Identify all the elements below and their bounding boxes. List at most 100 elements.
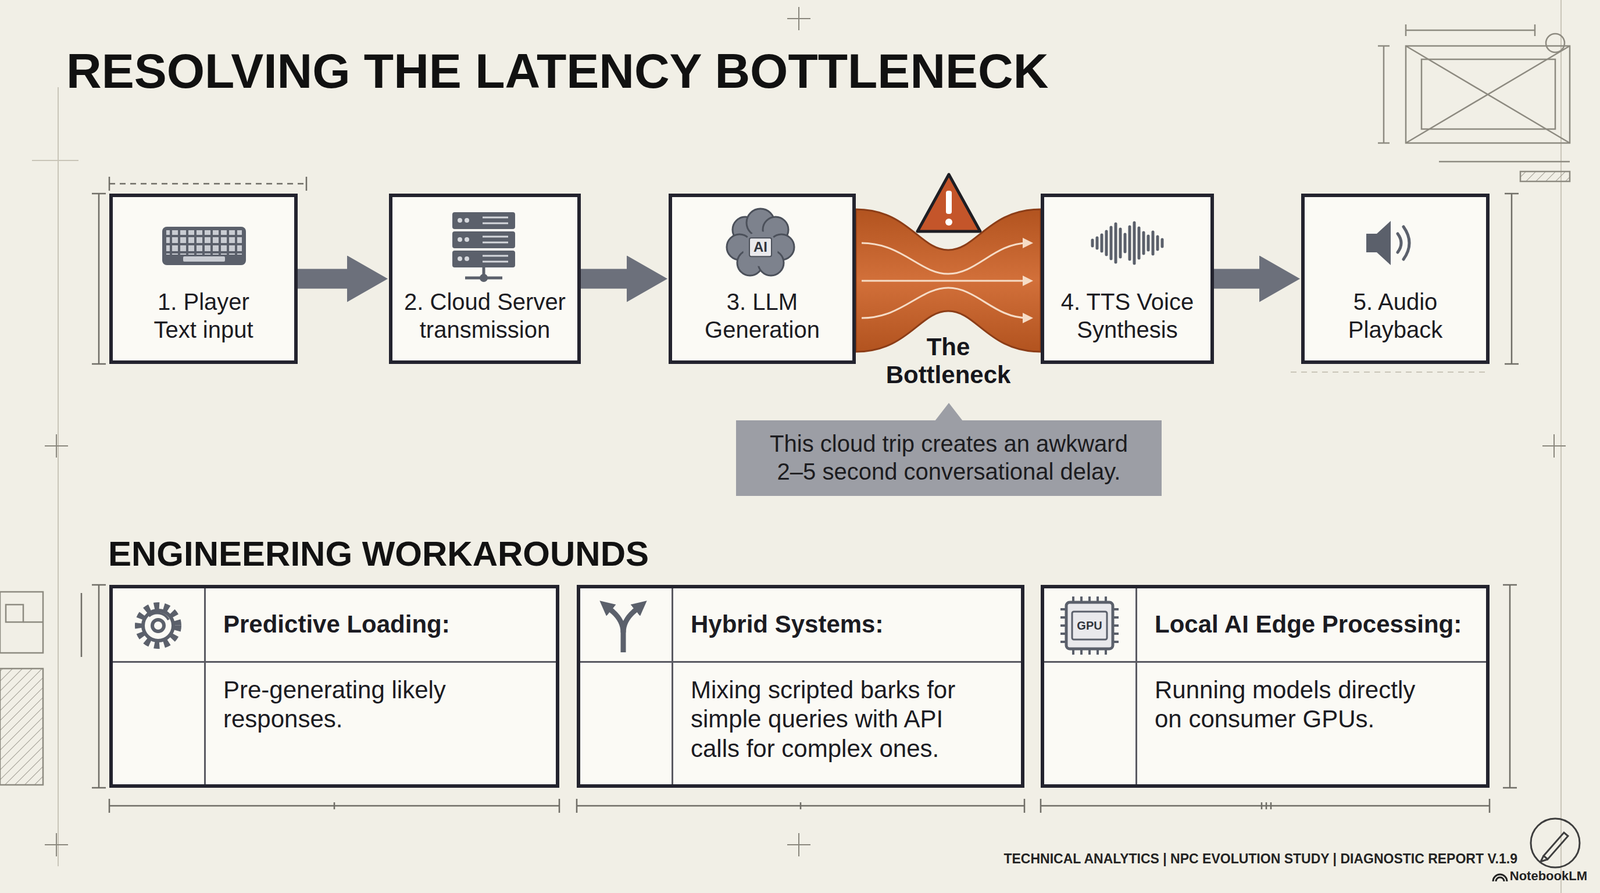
blueprint-sketch (5, 604, 24, 623)
server-icon (479, 273, 488, 282)
flow-arrow (1213, 269, 1260, 289)
gear-icon (138, 605, 178, 646)
gpu-chip-icon (1060, 596, 1119, 655)
blueprint-sketch (1405, 45, 1570, 144)
sound-wave-icon (1133, 222, 1137, 264)
workaround-card: Local AI Edge Processing:Running models … (1040, 584, 1490, 788)
step-label: 1. Player Text input (139, 287, 268, 344)
server-icon (457, 256, 463, 262)
dimension-line (109, 798, 560, 813)
divider-line (204, 588, 206, 785)
callout-note: This cloud trip creates an awkward 2–5 s… (756, 429, 1141, 486)
server-icon (482, 217, 509, 262)
flow-arrow (297, 269, 348, 289)
blueprint-sketch (23, 621, 44, 624)
dimension-line (576, 798, 1025, 813)
gear-icon (138, 605, 178, 646)
sound-wave-icon (1092, 222, 1163, 264)
workaround-card: Hybrid Systems:Mixing scripted barks for… (576, 584, 1025, 788)
sound-wave-icon (1105, 231, 1109, 255)
sound-wave-icon (1109, 227, 1113, 259)
warning-sign (917, 174, 981, 232)
box-fill (109, 584, 560, 788)
crosshair (44, 434, 69, 458)
split-arrow-icon (623, 608, 638, 633)
box-fill (388, 193, 581, 364)
blueprint-sketch (1405, 24, 1535, 37)
footer-note: TECHNICAL ANALYTICS | NPC EVOLUTION STUD… (1003, 851, 1518, 867)
gpu-chip-icon (1072, 611, 1107, 640)
keyboard-icon (162, 226, 246, 266)
gpu-chip-icon (1066, 602, 1113, 649)
card-heading: Hybrid Systems: (690, 609, 884, 639)
icon-text: GPU (1075, 619, 1103, 633)
keyboard-icon (162, 226, 246, 266)
dimension-line (91, 193, 106, 364)
blueprint-sketch (1520, 171, 1570, 182)
server-icon (452, 250, 516, 268)
sound-wave-icon (1091, 240, 1095, 246)
step-label: 5. Audio Playback (1334, 287, 1457, 344)
blueprint-sketch (1405, 45, 1570, 144)
dimension-line (109, 183, 307, 185)
workaround-card: Predictive Loading: Pre-generating likely… (109, 584, 560, 788)
card-body: Pre-generating likely responses. (223, 675, 468, 735)
warning-sign (945, 218, 953, 226)
sound-wave-icon (1137, 227, 1141, 259)
gear-icon (148, 612, 169, 620)
notebook-logo (1493, 874, 1507, 882)
crosshair (787, 6, 811, 31)
sound-wave-icon (1100, 234, 1104, 252)
keyboard-icon (166, 230, 242, 255)
compass-mark (1530, 818, 1580, 868)
warning-sign (945, 190, 952, 214)
box-fill (109, 193, 1490, 788)
warning-sign (917, 174, 981, 232)
notebook-logo (1493, 874, 1507, 882)
server-icon (464, 218, 470, 223)
speaker-icon (1397, 226, 1410, 260)
flow-line (861, 280, 1028, 282)
server-icon (457, 237, 463, 242)
compass-mark (1543, 832, 1569, 860)
bottleneck-funnel: The Bottleneck (855, 193, 1041, 386)
process-box: 2. Cloud Server transmission (388, 193, 581, 364)
box-fill (1040, 193, 1214, 364)
dimension-line (109, 176, 307, 191)
dimension-line (81, 584, 106, 788)
compass-mark (1530, 818, 1580, 868)
blueprint-lines (31, 159, 79, 162)
sound-wave-icon (1114, 223, 1118, 263)
gear-icon (152, 619, 164, 632)
funnel-shape (855, 209, 1041, 352)
blueprint-sketch (1405, 45, 1570, 144)
server-icon (452, 212, 516, 282)
blueprint-sketch (1545, 33, 1565, 53)
card-heading: Predictive Loading: (223, 609, 450, 639)
divider-line (671, 588, 674, 785)
callout-pointer (934, 402, 963, 421)
process-box: 4. TTS Voice Synthesis (1040, 193, 1214, 364)
sound-wave-icon (1161, 239, 1164, 247)
gear-icon (143, 610, 174, 641)
blueprint-sketch (1377, 45, 1390, 144)
blueprint-sketch (1421, 59, 1556, 130)
sound-wave-icon (1156, 236, 1160, 250)
callout-box: This cloud trip creates an awkward 2–5 s… (736, 420, 1162, 496)
compass-mark (1540, 855, 1548, 862)
card-body: Running models directly on consumer GPUs… (1154, 675, 1428, 735)
gpu-chip-icon (1060, 596, 1119, 655)
box-fill (1040, 584, 1490, 788)
sound-wave-icon (1128, 226, 1132, 260)
server-icon (464, 256, 470, 262)
icon-text: AI (748, 237, 773, 257)
split-arrow-icon (609, 608, 638, 653)
box-fill (668, 193, 856, 364)
keyboard-icon (183, 256, 225, 262)
divider-line (1135, 588, 1138, 785)
flow-line (861, 243, 1028, 274)
sound-wave-icon (1095, 237, 1099, 249)
blueprint-sketch (1438, 161, 1570, 163)
sound-wave-icon (1151, 231, 1155, 255)
step-label: 2. Cloud Server transmission (397, 287, 573, 344)
